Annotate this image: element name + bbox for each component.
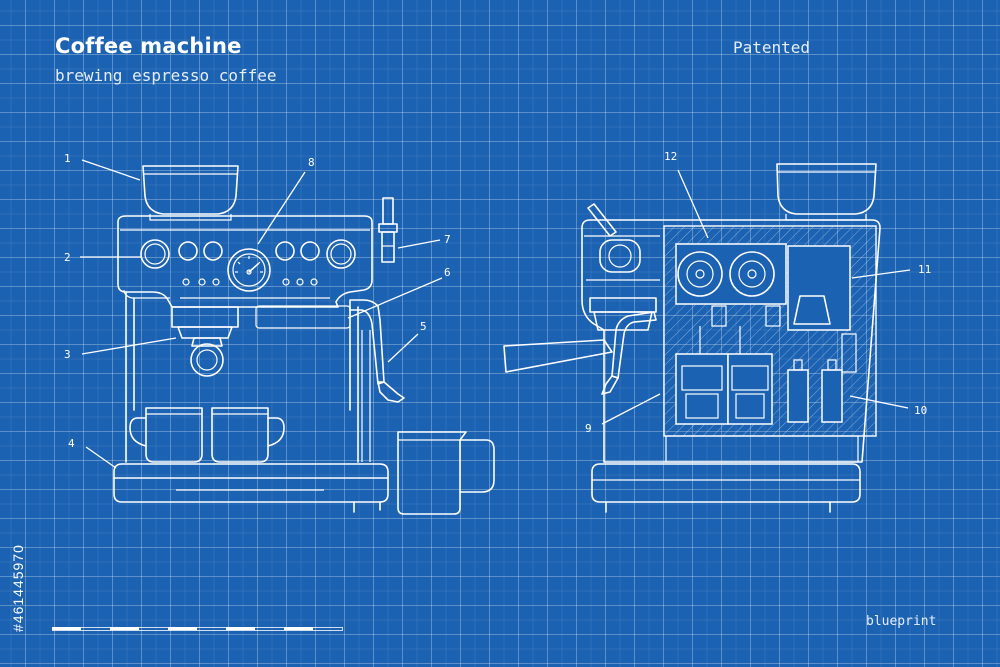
pressure-gauge [227, 248, 271, 292]
callout-7: 7 [397, 233, 451, 249]
section-body [581, 219, 881, 463]
section-base [591, 435, 861, 513]
callout-9-label: 9 [585, 422, 592, 435]
scale-bar [52, 627, 344, 633]
hot-water-tap [378, 197, 398, 263]
callout-6: 6 [347, 266, 451, 319]
callout-5-label: 5 [420, 320, 427, 333]
section-water-pipe [587, 203, 617, 237]
callout-6-leader [347, 277, 443, 319]
callout-8-label: 8 [308, 156, 315, 169]
callout-11-leader [851, 269, 911, 279]
water-tank [787, 245, 851, 331]
scale-bar-segment [284, 627, 313, 630]
control-buttons [178, 241, 320, 286]
callout-9: 9 [585, 393, 661, 435]
espresso-cup [129, 407, 203, 463]
patent-note: Patented [733, 38, 811, 57]
callout-1: 1 [64, 152, 141, 181]
callout-3-label: 3 [64, 348, 71, 361]
callout-10-label: 10 [914, 404, 927, 417]
callout-3: 3 [64, 337, 177, 361]
callout-2: 2 [64, 251, 141, 264]
scale-bar-segment [168, 627, 197, 630]
callout-3-leader [81, 337, 177, 355]
callout-4-leader [85, 446, 117, 469]
callout-1-leader [81, 159, 141, 181]
scale-bar-segment [110, 627, 139, 630]
callout-1-label: 1 [64, 152, 71, 165]
diagram-subtitle: brewing espresso coffee [55, 66, 277, 85]
section-steam-wand [601, 311, 657, 395]
callout-5: 5 [387, 320, 427, 363]
machine-frame [125, 291, 371, 463]
front-view [113, 165, 495, 515]
machine-body [117, 215, 373, 329]
section-portafilter [503, 297, 657, 373]
callout-7-label: 7 [444, 233, 451, 246]
callout-7-leader [397, 239, 441, 249]
callout-11: 11 [851, 263, 931, 279]
callout-8: 8 [257, 156, 315, 245]
group-head [171, 306, 239, 377]
callout-6-label: 6 [444, 266, 451, 279]
scale-bar-segment [52, 627, 81, 630]
blueprint-label: blueprint [866, 614, 937, 629]
callout-12-leader [677, 169, 709, 239]
callout-8-leader [257, 171, 306, 245]
callout-2-label: 2 [64, 251, 71, 264]
callout-4: 4 [68, 437, 117, 469]
section-view [503, 163, 881, 513]
callout-10-leader [849, 395, 909, 409]
callouts: 1 2 3 4 5 6 7 [64, 150, 931, 469]
section-bean-hopper [776, 163, 877, 221]
callout-12: 12 [664, 150, 709, 239]
right-dial [326, 239, 356, 269]
callout-12-label: 12 [664, 150, 677, 163]
milk-jug [397, 431, 495, 515]
grinder-burrs [675, 243, 787, 327]
diagram-title: Coffee machine [55, 34, 242, 58]
callout-5-leader [387, 333, 419, 363]
callout-10: 10 [849, 395, 927, 417]
left-dial [140, 239, 170, 269]
callout-9-leader [601, 393, 661, 425]
drip-tray [113, 463, 389, 513]
boiler-assembly [675, 326, 773, 425]
scale-bar-segment [226, 627, 255, 630]
callout-4-label: 4 [68, 437, 75, 450]
espresso-cup [211, 407, 285, 463]
callout-11-label: 11 [918, 263, 931, 276]
bean-hopper [142, 165, 239, 221]
pressure-valves [787, 333, 857, 423]
section-dial [599, 239, 641, 273]
